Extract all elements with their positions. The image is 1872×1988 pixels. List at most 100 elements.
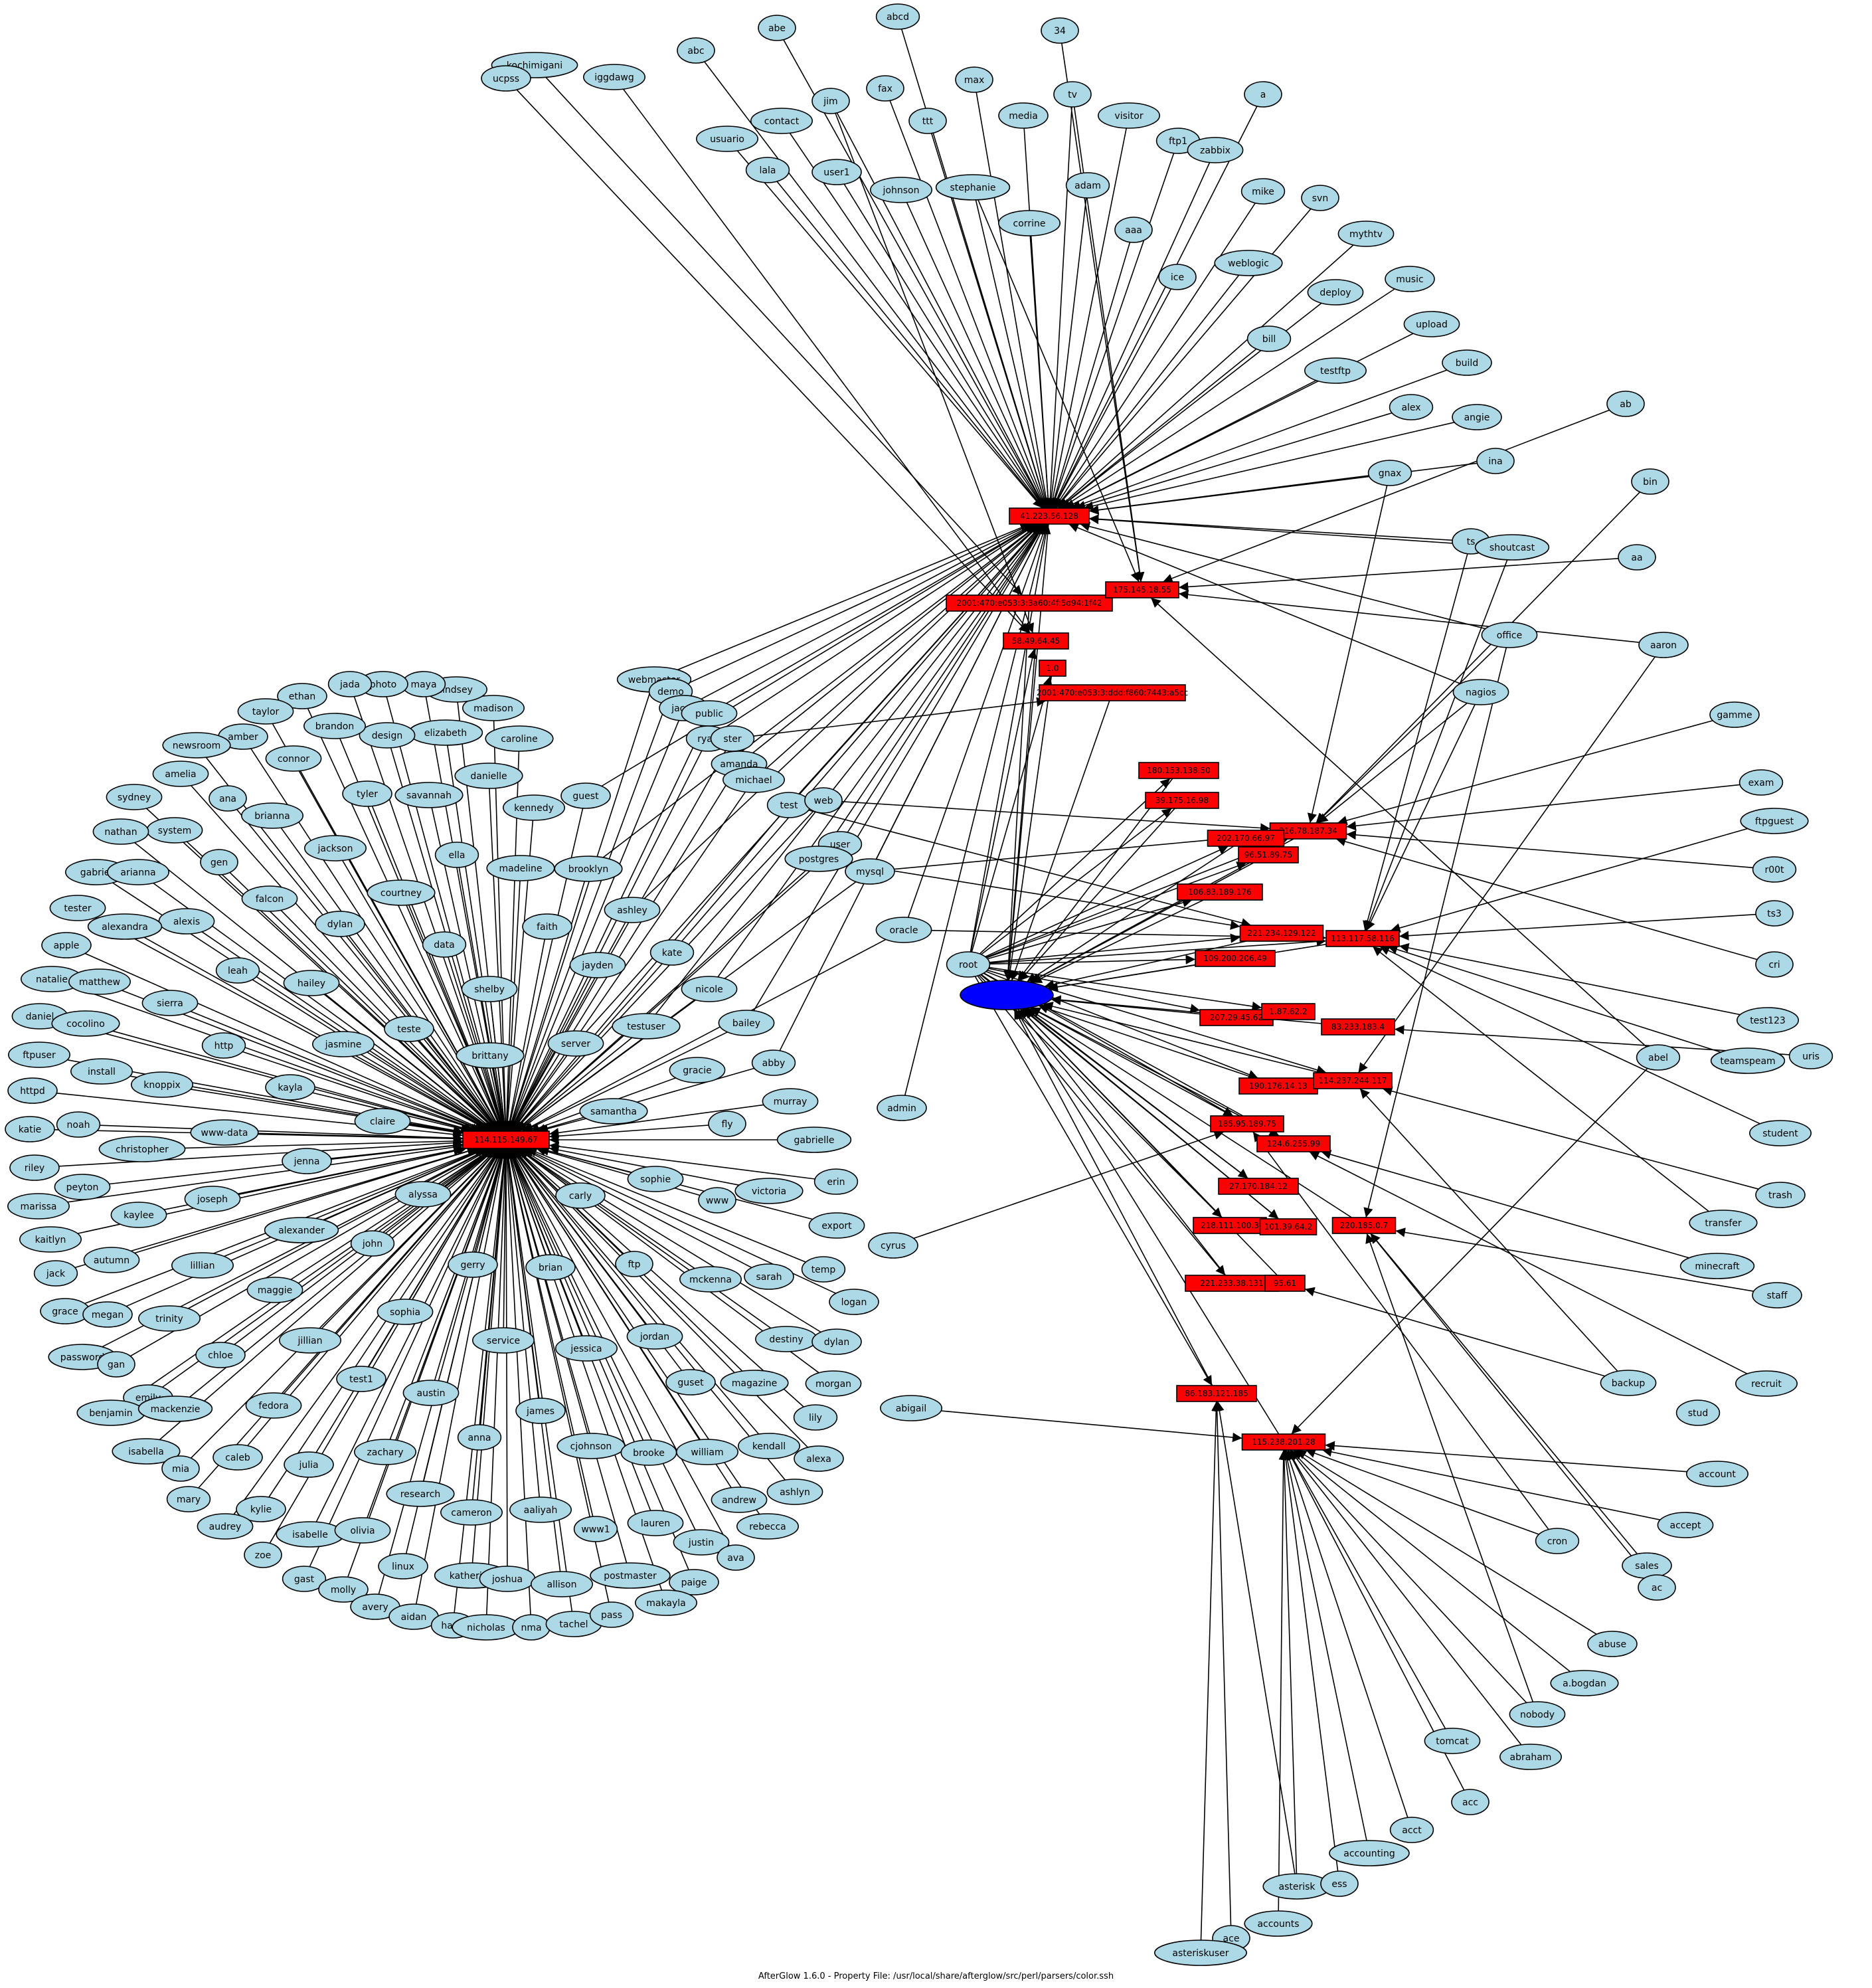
edge-h_190-root-node: [1038, 1004, 1255, 1079]
user-node-label: allison: [547, 1580, 577, 1590]
user-node-ellipse: [1214, 250, 1283, 276]
user-node-label: lindsey: [440, 685, 473, 695]
edge-u_aa-h_175: [1178, 558, 1619, 592]
edge-u_stephanie-h_top: [975, 199, 1050, 509]
edge-u_abby-h_top: [779, 523, 1046, 1051]
user-node-label: pass: [601, 1610, 622, 1621]
user-node-label: isabelle: [292, 1530, 328, 1540]
edge-u_emma-h_big: [502, 1148, 531, 1615]
host-node: 1.0: [1039, 660, 1066, 677]
edge-u_maggie-h_big: [290, 1148, 493, 1281]
user-node-label: amelia: [165, 769, 196, 780]
edge-u_andrew-h_big: [511, 1148, 732, 1489]
user-node-ellipse: [1752, 856, 1797, 883]
user-node-label: gabrielle: [794, 1135, 834, 1146]
user-node: arianna: [107, 859, 170, 885]
edge-u_abraham-h_115: [1289, 1449, 1522, 1746]
user-node-ellipse: [736, 1513, 800, 1540]
edge-h_185-root-node: [1030, 1007, 1233, 1117]
host-node-box: [1218, 1178, 1299, 1195]
user-node-label: erin: [827, 1177, 845, 1188]
user-node-label: james: [526, 1406, 554, 1417]
user-node-ellipse: [41, 932, 92, 958]
user-node: kendall: [738, 1433, 801, 1459]
user-node: aa: [1618, 544, 1656, 571]
host-node-label: 27.170.184.12: [1229, 1182, 1288, 1191]
user-node: jack: [33, 1260, 78, 1287]
edge-u_ana-h_big: [236, 809, 500, 1132]
user-node: savannah: [394, 782, 464, 808]
host-node-label: 221.233.38.131: [1200, 1279, 1263, 1288]
user-node: oracle: [875, 917, 932, 943]
edge-u_webmaster-h_big: [507, 691, 651, 1132]
edge-u_fly-h_big: [549, 1125, 709, 1141]
user-node-label: carly: [569, 1191, 592, 1202]
user-node: trinity: [138, 1305, 201, 1332]
host-node-box: [1138, 762, 1219, 779]
edge-u_tachel-h_big: [503, 1148, 573, 1612]
user-node: zachary: [353, 1439, 416, 1465]
edge-u_johnson-h_top: [906, 202, 1047, 509]
user-node: kate: [649, 939, 695, 966]
user-node-label: demo: [657, 687, 684, 697]
user-node-label: build: [1456, 358, 1478, 369]
user-node-ellipse: [200, 849, 238, 875]
user-node-label: system: [158, 826, 192, 836]
edge-u_accounting-h_115: [1282, 1449, 1367, 1841]
user-node-ellipse: [386, 1481, 455, 1507]
user-node-ellipse: [87, 913, 163, 940]
user-node-label: oracle: [889, 925, 918, 936]
user-node: acct: [1389, 1817, 1434, 1843]
user-node-label: accounting: [1343, 1849, 1395, 1859]
user-node-ellipse: [582, 64, 645, 90]
user-node: sierra: [141, 990, 199, 1016]
user-node-label: http: [214, 1041, 234, 1051]
user-node-label: jack: [46, 1269, 66, 1279]
user-node-label: ab: [1620, 399, 1632, 410]
user-node-label: megan: [92, 1310, 124, 1320]
edge-u_michael-h_top: [766, 523, 1041, 769]
user-node: victoria: [734, 1178, 804, 1204]
user-node-ellipse: [673, 1529, 730, 1556]
edge-u_user-h_top: [847, 523, 1045, 833]
edge-u_r00t-h_216: [1346, 830, 1753, 869]
user-node: aaron: [1638, 632, 1689, 658]
user-node: carly: [555, 1182, 606, 1209]
host-node: 113.117.58.116: [1325, 930, 1400, 947]
user-node-label: andrew: [722, 1495, 756, 1506]
edge-u_asterisk-h_86: [1215, 1401, 1296, 1874]
user-node: ftpguest: [1740, 808, 1809, 834]
user-node-label: cyrus: [881, 1241, 906, 1251]
user-node-label: daniel: [26, 1012, 54, 1022]
edge-u_usuario-h_top: [736, 150, 1043, 509]
host-node: 2001:470:e053:3:ddd:f860:7443:a5cc: [1037, 684, 1188, 701]
user-node-label: cri: [1768, 960, 1780, 970]
user-node: brooke: [620, 1439, 677, 1466]
user-node-ellipse: [1187, 137, 1244, 163]
edge-u_tv-h_top: [1045, 106, 1072, 509]
edge-u_nicholas-h_big: [486, 1148, 511, 1615]
user-node-label: brianna: [254, 811, 290, 822]
edge-u_amelia-h_big: [191, 785, 499, 1132]
user-node: gamme: [1709, 701, 1760, 728]
host-node-label: 2001:470:e053:3:3a60:4f:5d94:1f42: [956, 598, 1102, 608]
host-node: 185.95.189.75: [1210, 1115, 1284, 1132]
edge-u_lillian-h_big: [224, 1147, 485, 1257]
edge-u_guest-h_top: [601, 523, 1037, 787]
user-node-ellipse: [579, 1098, 648, 1125]
user-node-ellipse: [626, 1323, 683, 1350]
user-node-ellipse: [138, 1305, 201, 1332]
user-node-ellipse: [481, 65, 531, 92]
user-node-label: alexis: [173, 917, 200, 927]
edge-u_contact-h_top: [789, 132, 1045, 509]
host-node-label: 86.183.121.185: [1185, 1389, 1248, 1398]
user-node-ellipse: [384, 1016, 434, 1042]
user-node-label: root: [959, 960, 978, 970]
user-node-ellipse: [880, 1395, 943, 1421]
user-node-ellipse: [1403, 311, 1460, 337]
edge-u_server-h_big: [511, 1055, 568, 1132]
user-node: alyssa: [394, 1181, 452, 1208]
user-node-label: johnson: [883, 185, 920, 196]
footer-caption: AfterGlow 1.6.0 - Property File: /usr/lo…: [758, 1971, 1114, 1981]
user-node: ava: [717, 1544, 755, 1571]
